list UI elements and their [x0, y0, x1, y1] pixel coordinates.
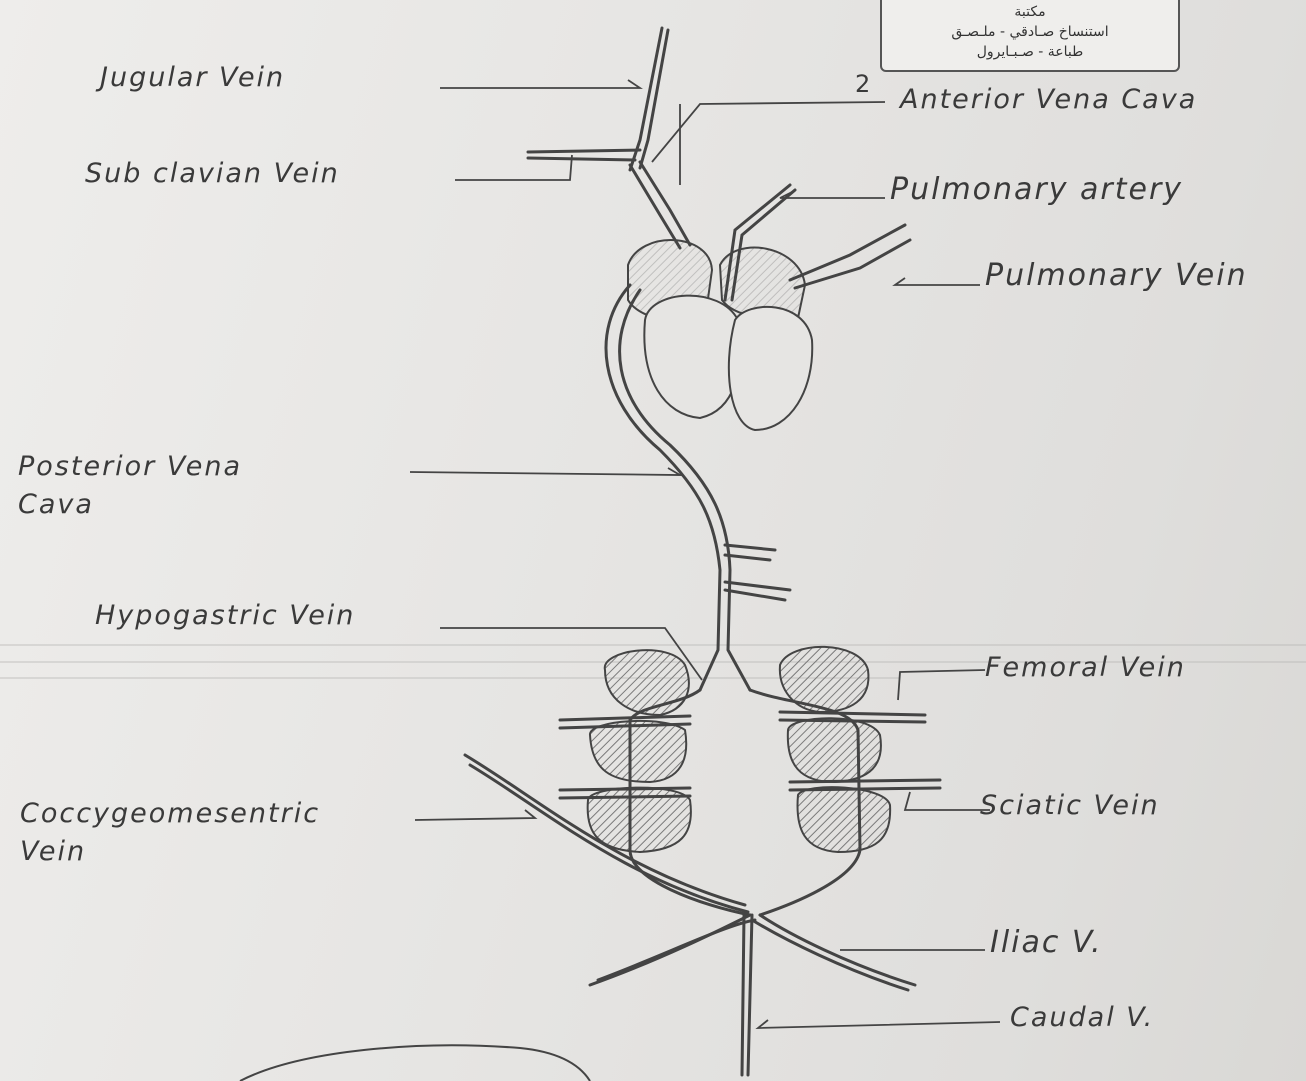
leader-lines — [410, 80, 1000, 1028]
veins — [465, 28, 940, 1075]
label-coccygeomesentric-vein: Coccygeomesentric Vein — [20, 795, 320, 871]
stamp-line-3: طباعة - صـبـايرول — [882, 42, 1178, 62]
label-jugular-vein: Jugular Vein — [100, 62, 285, 93]
label-caudal-vein: Caudal V. — [1010, 1002, 1154, 1033]
number-marker: 2 — [855, 70, 870, 98]
lower-curve — [240, 1045, 590, 1081]
label-sciatic-vein: Sciatic Vein — [980, 790, 1160, 821]
label-pulmonary-vein: Pulmonary Vein — [985, 258, 1248, 293]
label-iliac-vein: Iliac V. — [990, 925, 1103, 960]
stamp-line-1: مكتبة — [882, 2, 1178, 22]
label-anterior-vena-cava: Anterior Vena Cava — [900, 84, 1197, 115]
label-hypogastric-vein: Hypogastric Vein — [95, 600, 355, 631]
library-stamp: مكتبة استنساخ صـادقي - ملـصـق طباعة - صـ… — [880, 0, 1180, 72]
label-pulmonary-artery: Pulmonary artery — [890, 172, 1183, 207]
label-posterior-vena-cava: Posterior Vena Cava — [18, 448, 242, 524]
label-subclavian-vein: Sub clavian Vein — [85, 158, 340, 189]
label-femoral-vein: Femoral Vein — [985, 652, 1186, 683]
stamp-line-2: استنساخ صـادقي - ملـصـق — [882, 22, 1178, 42]
heart — [628, 240, 812, 430]
